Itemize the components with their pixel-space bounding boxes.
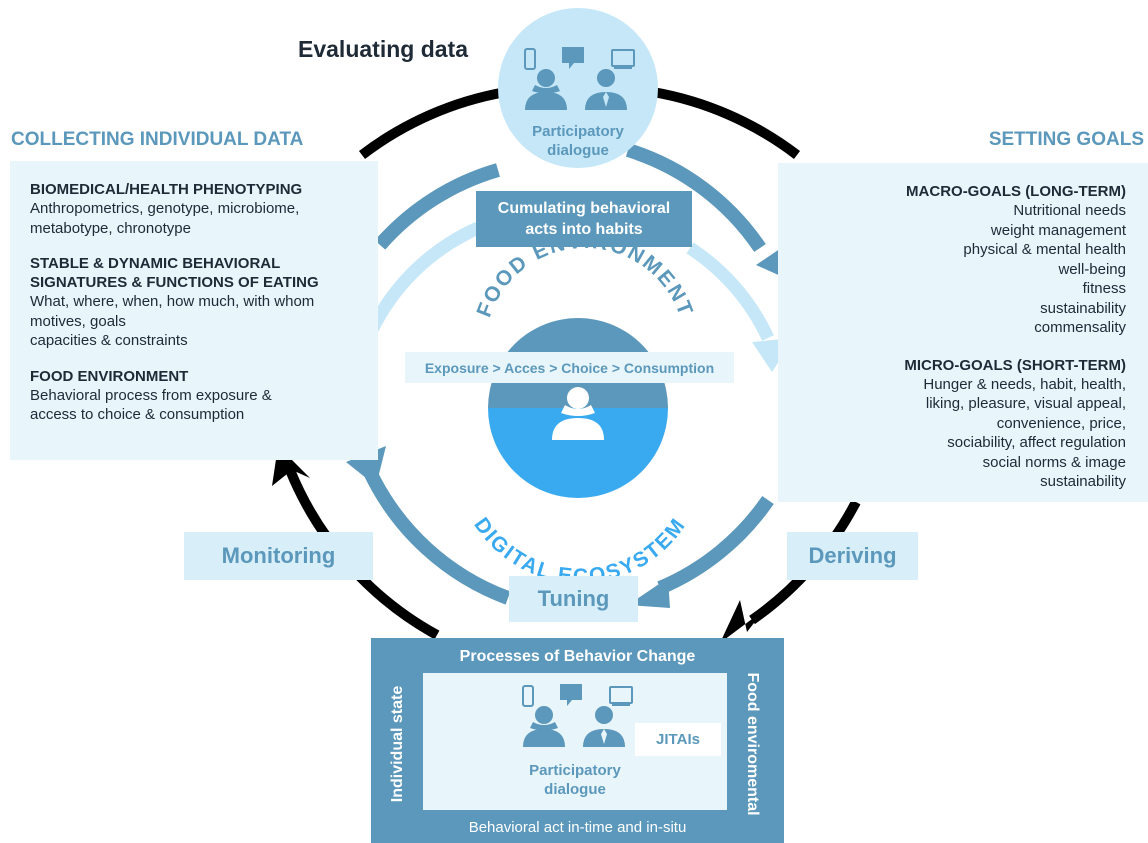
micro-goals-heading: MICRO-GOALS (SHORT-TERM) xyxy=(904,356,1126,374)
micro-goal-item: social norms & image xyxy=(982,453,1126,471)
behavioral-line: What, where, when, how much, with whom xyxy=(30,293,315,310)
micro-goal-item: Hunger & needs, habit, health, xyxy=(923,375,1126,393)
behavior-change-box: Processes of Behavior Change Individual … xyxy=(371,638,784,843)
micro-goal-item: convenience, price, xyxy=(996,414,1126,432)
participatory-circle-top xyxy=(498,8,658,168)
food-environment-line: Behavioral process from exposure & xyxy=(30,386,272,404)
person-icon-center xyxy=(552,387,604,440)
macro-goal-item: sustainability xyxy=(1040,299,1126,317)
macro-goal-item: physical & mental health xyxy=(963,241,1126,258)
right-panel: MACRO-GOALS (LONG-TERM) Nutritional need… xyxy=(778,163,1148,502)
micro-goal-item: liking, pleasure, visual appeal, xyxy=(925,395,1126,412)
process-strip: Exposure > Acces > Choice > Consumption xyxy=(405,352,734,383)
biomedical-line: metabotype, chronotype xyxy=(30,219,191,237)
behavioral-line: motives, goals xyxy=(30,312,126,330)
behavioral-heading: STABLE & DYNAMIC BEHAVIORAL xyxy=(30,255,281,272)
micro-goal-item: sociability, affect regulation xyxy=(947,434,1126,451)
participatory-dialogue-top-label: Participatory dialogue xyxy=(532,123,624,159)
behavioral-heading: SIGNATURES & FUNCTIONS OF EATING xyxy=(30,274,319,291)
macro-goal-item: well-being xyxy=(1058,260,1126,278)
macro-goal-item: weight management xyxy=(990,221,1126,239)
behavioral-line: capacities & constraints xyxy=(30,332,188,349)
right-panel-content: MACRO-GOALS (LONG-TERM) Nutritional need… xyxy=(904,182,1126,492)
monitoring-label: Monitoring xyxy=(184,532,373,580)
micro-goal-item: sustainability xyxy=(1040,473,1126,490)
arrowhead-black-deriving xyxy=(720,600,764,643)
arrowhead-blue-tuning xyxy=(628,578,670,608)
macro-goal-item: Nutritional needs xyxy=(1013,202,1126,219)
individual-state-label: Individual state xyxy=(389,685,406,803)
dialogue-icon-bottom xyxy=(522,684,633,747)
cumulating-habits-box: Cumulating behavioral acts into habits xyxy=(476,191,692,247)
behavior-change-title: Processes of Behavior Change xyxy=(459,648,696,665)
left-panel-content: BIOMEDICAL/HEALTH PHENOTYPING Anthropome… xyxy=(30,180,319,425)
biomedical-heading: BIOMEDICAL/HEALTH PHENOTYPING xyxy=(30,181,303,198)
behavioral-act-footer: Behavioral act in-time and in-situ xyxy=(468,819,687,836)
tuning-label: Tuning xyxy=(509,576,638,622)
participatory-dialogue-bottom-label: Participatory dialogue xyxy=(529,762,621,798)
food-environment-line: access to choice & consumption xyxy=(30,406,245,423)
collecting-individual-data-title: COLLECTING INDIVIDUAL DATA xyxy=(11,129,304,150)
macro-goal-item: commensality xyxy=(1034,319,1126,336)
left-panel: BIOMEDICAL/HEALTH PHENOTYPING Anthropome… xyxy=(10,161,378,460)
food-environment-heading: FOOD ENVIRONMENT xyxy=(30,367,189,385)
setting-goals-title: SETTING GOALS xyxy=(988,129,1144,150)
macro-goals-heading: MACRO-GOALS (LONG-TERM) xyxy=(906,183,1126,200)
behavior-change-inner-panel: JITAIs Participatory dialogue xyxy=(423,673,727,810)
deriving-label: Deriving xyxy=(787,532,918,580)
evaluating-data-title: Evaluating data xyxy=(298,36,468,62)
macro-goal-item: fitness xyxy=(1082,280,1126,297)
dialogue-icon-top xyxy=(524,47,635,110)
food-environmental-label: Food enviromental xyxy=(744,672,761,816)
jitais-badge: JITAIs xyxy=(635,723,721,756)
biomedical-line: Anthropometrics, genotype, microbiome, xyxy=(30,200,300,217)
